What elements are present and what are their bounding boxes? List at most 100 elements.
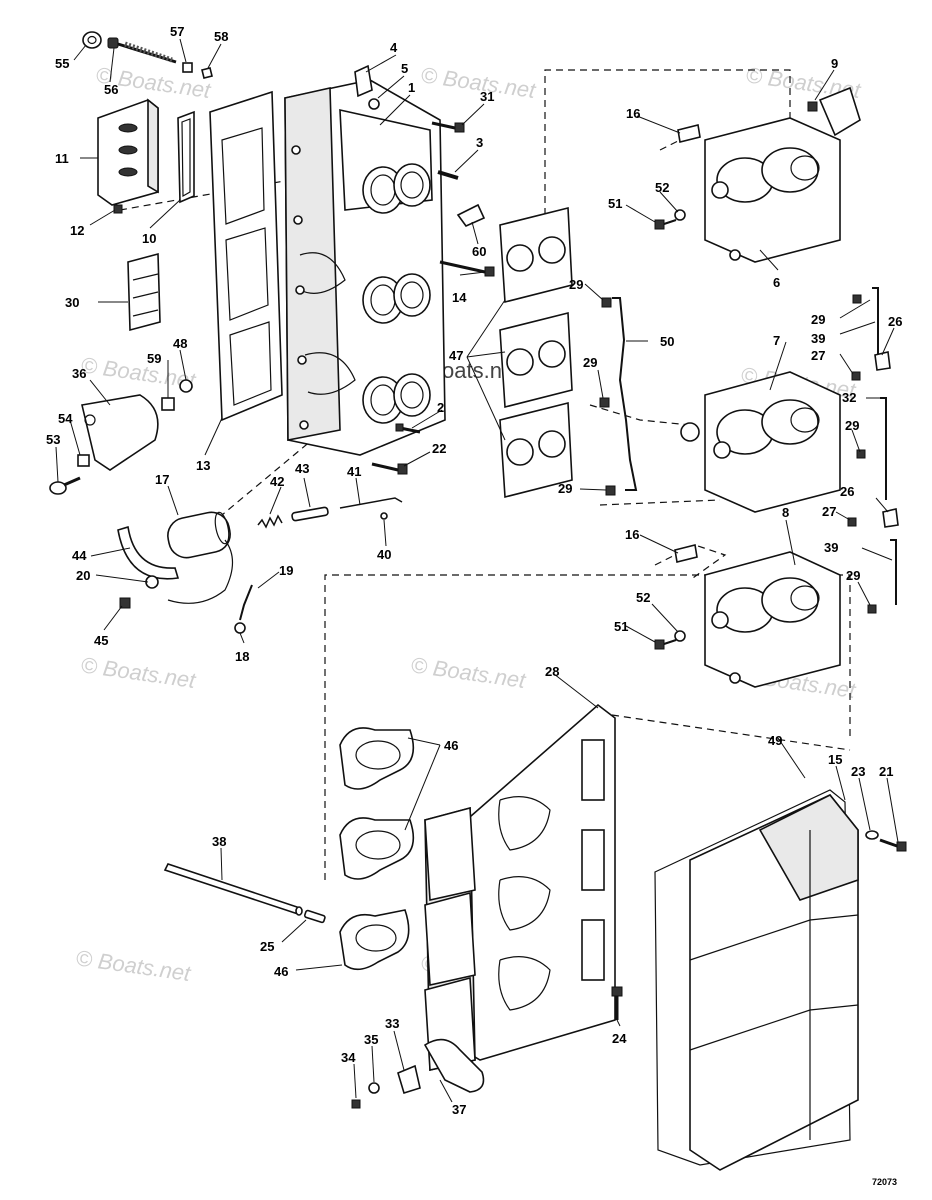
part-29-nut — [601, 297, 612, 308]
part-2-screw — [395, 423, 421, 434]
callout-29: 29 — [583, 355, 597, 370]
callout-22: 22 — [432, 441, 446, 456]
part-46-gasket-lower — [339, 909, 410, 971]
callout-2: 2 — [437, 400, 444, 415]
callout-10: 10 — [142, 231, 156, 246]
callout-29: 29 — [558, 481, 572, 496]
part-31-screw — [431, 121, 465, 133]
part-29-nut — [852, 294, 862, 304]
part-51-screw-top — [654, 219, 677, 230]
callout-6: 6 — [773, 275, 780, 290]
part-60-bracket — [456, 203, 486, 227]
callout-39: 39 — [811, 331, 825, 346]
part-55-cap — [82, 31, 102, 49]
part-9-nut — [807, 101, 818, 112]
callout-35: 35 — [364, 1032, 378, 1047]
part-8-carburetor-bottom — [704, 551, 841, 688]
callout-48: 48 — [173, 336, 187, 351]
part-49-gasket — [654, 789, 851, 1166]
callout-42: 42 — [270, 474, 284, 489]
part-13-intake-gasket — [209, 90, 283, 422]
callout-20: 20 — [76, 568, 90, 583]
callout-28: 28 — [545, 664, 559, 679]
callout-44: 44 — [72, 548, 87, 563]
part-52-washer-top — [674, 209, 686, 221]
callout-16: 16 — [626, 106, 640, 121]
part-43-plunger — [291, 506, 329, 522]
callout-52: 52 — [655, 180, 669, 195]
callout-49: 49 — [768, 733, 782, 748]
part-56-long-screw — [107, 37, 177, 64]
part-39-rod-top — [872, 287, 879, 355]
part-53-screw — [49, 476, 81, 495]
dash-line-lower-carb — [599, 499, 721, 506]
callout-11: 11 — [55, 151, 69, 166]
callout-29: 29 — [569, 277, 583, 292]
part-54-grommet — [77, 454, 90, 467]
part-19-wire — [239, 584, 253, 621]
callout-51: 51 — [608, 196, 622, 211]
dash-line-silencer — [324, 574, 851, 880]
carb-gasket — [499, 401, 573, 499]
callout-40: 40 — [377, 547, 391, 562]
part-7-carburetor-mid — [680, 371, 841, 513]
part-44-clamp — [117, 525, 180, 580]
callout-9: 9 — [831, 56, 838, 71]
callout-26: 26 — [840, 484, 854, 499]
part-27-screw-bottom — [847, 517, 857, 527]
callout-51: 51 — [614, 619, 628, 634]
callout-54: 54 — [58, 411, 73, 426]
callouts: 55 56 57 58 4 5 1 31 3 60 14 2 22 11 12 … — [46, 24, 902, 1117]
part-28-silencer-base — [424, 703, 616, 1071]
callout-58: 58 — [214, 29, 228, 44]
part-47-carb-gaskets — [499, 206, 573, 499]
callout-46: 46 — [444, 738, 458, 753]
part-29-nut — [856, 449, 866, 459]
watermark: © Boats.net — [409, 652, 528, 693]
part-14-long-screw — [439, 260, 495, 277]
watermark: © Boats.net — [79, 652, 198, 693]
part-18-terminal — [234, 622, 246, 634]
callout-43: 43 — [295, 461, 309, 476]
callout-52: 52 — [636, 590, 650, 605]
callout-3: 3 — [476, 135, 483, 150]
callout-18: 18 — [235, 649, 249, 664]
callout-21: 21 — [879, 764, 893, 779]
part-27-screw-top — [851, 371, 861, 381]
callout-5: 5 — [401, 61, 408, 76]
leader-lines — [55, 38, 899, 1103]
part-29-nut — [599, 397, 610, 408]
callout-1: 1 — [408, 80, 415, 95]
part-1-intake-manifold — [284, 79, 446, 456]
carb-gasket — [499, 311, 573, 409]
callout-45: 45 — [94, 633, 108, 648]
callout-36: 36 — [72, 366, 86, 381]
part-4-clip — [354, 64, 373, 98]
callout-47: 47 — [449, 348, 463, 363]
part-37-bracket — [423, 1038, 485, 1093]
callout-26: 26 — [888, 314, 902, 329]
callout-27: 27 — [822, 504, 836, 519]
part-50-linkage-rod — [612, 297, 638, 491]
callout-41: 41 — [347, 464, 361, 479]
callout-14: 14 — [452, 290, 467, 305]
part-33-clip — [397, 1064, 421, 1095]
callout-16: 16 — [625, 527, 639, 542]
drawing-code: 72073 — [872, 1177, 897, 1187]
part-29-nut — [605, 485, 616, 496]
callout-60: 60 — [472, 244, 486, 259]
callout-19: 19 — [279, 563, 293, 578]
alignment-lines — [119, 69, 851, 880]
part-6-carburetor-top — [704, 86, 861, 263]
part-10-gasket — [177, 110, 195, 204]
part-40-clip — [380, 512, 388, 520]
part-21-screw — [879, 838, 907, 852]
callout-31: 31 — [480, 89, 494, 104]
callout-34: 34 — [341, 1050, 356, 1065]
watermark: © Boats.net — [419, 62, 538, 103]
callout-25: 25 — [260, 939, 274, 954]
callout-7: 7 — [773, 333, 780, 348]
part-16-link-bottom — [674, 544, 698, 563]
callout-4: 4 — [390, 40, 398, 55]
